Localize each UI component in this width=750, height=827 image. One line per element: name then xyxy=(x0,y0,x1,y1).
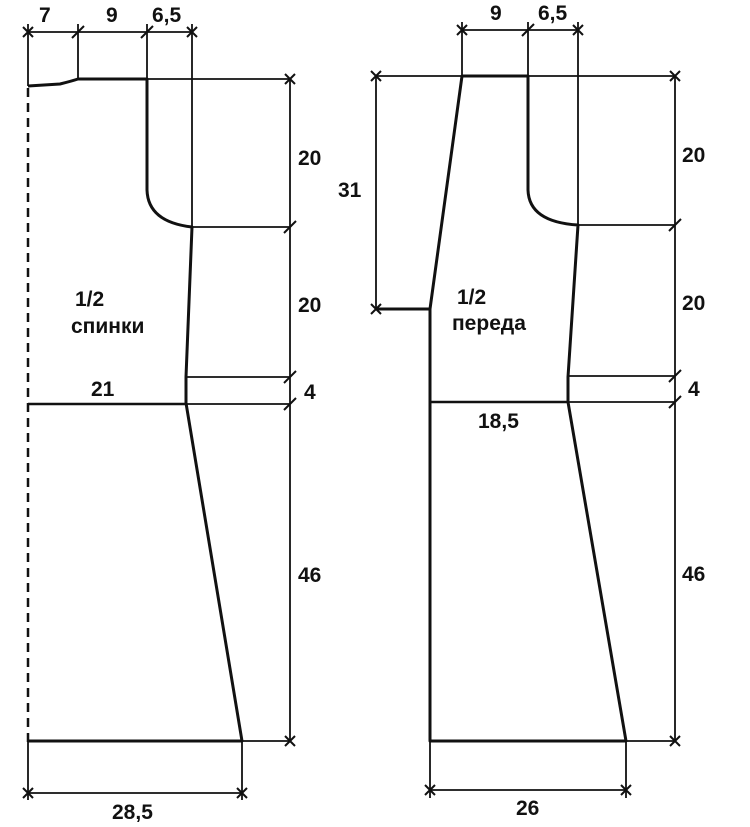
front-armhole-depth-dim: 20 xyxy=(682,144,705,167)
back-hem-width-dim: 28,5 xyxy=(112,801,153,822)
front-top-ticks xyxy=(521,23,535,37)
front-hem-width-dim: 26 xyxy=(516,797,539,820)
back-skirt-length-dim: 46 xyxy=(298,564,321,587)
back-label-name: спинки xyxy=(71,315,144,338)
front-neck-depth-dim: 31 xyxy=(338,179,362,202)
front-waist-width-dim: 18,5 xyxy=(478,410,519,433)
back-top-ticks xyxy=(71,25,154,39)
front-shoulder-dim: 9 xyxy=(490,2,502,25)
front-outline xyxy=(376,74,628,743)
front-right-ticks xyxy=(668,218,682,409)
back-waist-width-dim: 21 xyxy=(91,378,115,401)
back-neck-dim: 7 xyxy=(39,4,51,27)
front-waist-height-dim: 20 xyxy=(682,292,705,315)
back-right-ticks xyxy=(283,220,297,411)
back-label-fraction: 1/2 xyxy=(75,288,104,311)
back-outline xyxy=(27,77,244,743)
front-label-name: переда xyxy=(452,312,526,335)
front-label-fraction: 1/2 xyxy=(457,286,486,309)
back-shoulder-dim: 9 xyxy=(106,4,118,27)
back-waistband-dim: 4 xyxy=(304,381,316,404)
front-skirt-length-dim: 46 xyxy=(682,563,705,586)
front-waistband-dim: 4 xyxy=(688,378,700,401)
front-piece: 9 6,5 31 20 20 4 18,5 46 26 1/2 переда xyxy=(338,2,705,820)
back-armhole-depth-dim: 20 xyxy=(298,147,321,170)
back-waist-height-dim: 20 xyxy=(298,294,321,317)
back-armhole-width-dim: 6,5 xyxy=(152,4,182,27)
back-piece: 7 9 6,5 20 20 4 21 46 28,5 1/2 спинки xyxy=(22,4,321,824)
front-armhole-width-dim: 6,5 xyxy=(538,2,568,25)
